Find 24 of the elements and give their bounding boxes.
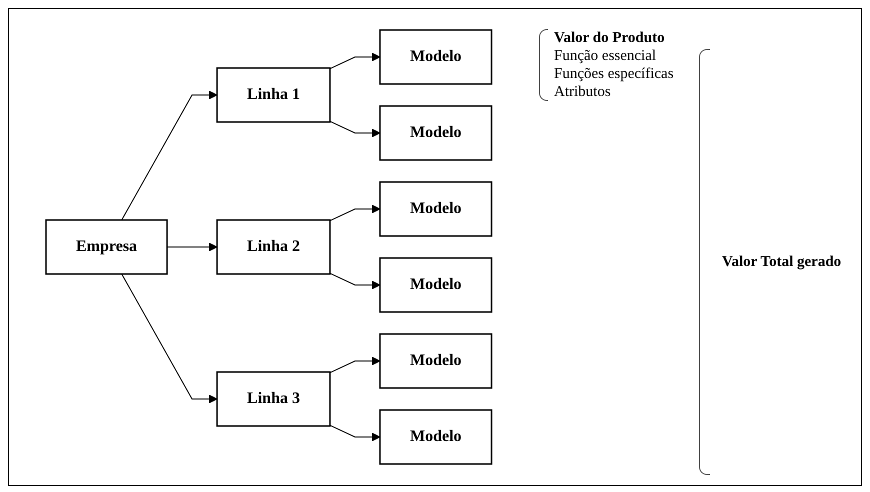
node-box: Linha 3 <box>216 371 331 427</box>
arrow <box>330 120 381 138</box>
node-box: Linha 2 <box>216 219 331 275</box>
arrow <box>166 242 218 252</box>
node-box: Modelo <box>379 333 492 389</box>
arrow <box>330 52 381 70</box>
label-text: Valor do Produto <box>554 29 666 47</box>
node-box: Modelo <box>379 257 492 313</box>
arrow <box>121 274 218 404</box>
node-box: Modelo <box>379 105 492 161</box>
node-box: Modelo <box>379 29 492 85</box>
node-box: Modelo <box>379 181 492 237</box>
arrow <box>330 424 381 442</box>
arrow <box>330 356 381 374</box>
arrow <box>330 204 381 222</box>
label-text: Função essencial <box>554 47 658 65</box>
label-text: Funções específicas <box>554 65 674 83</box>
label-text: Valor Total gerado <box>722 254 842 270</box>
node-box: Linha 1 <box>216 67 331 123</box>
arrow <box>330 272 381 290</box>
node-box: Empresa <box>45 219 168 275</box>
node-box: Modelo <box>379 409 492 465</box>
arrow <box>121 90 218 220</box>
label-text: Atributos <box>554 83 612 101</box>
